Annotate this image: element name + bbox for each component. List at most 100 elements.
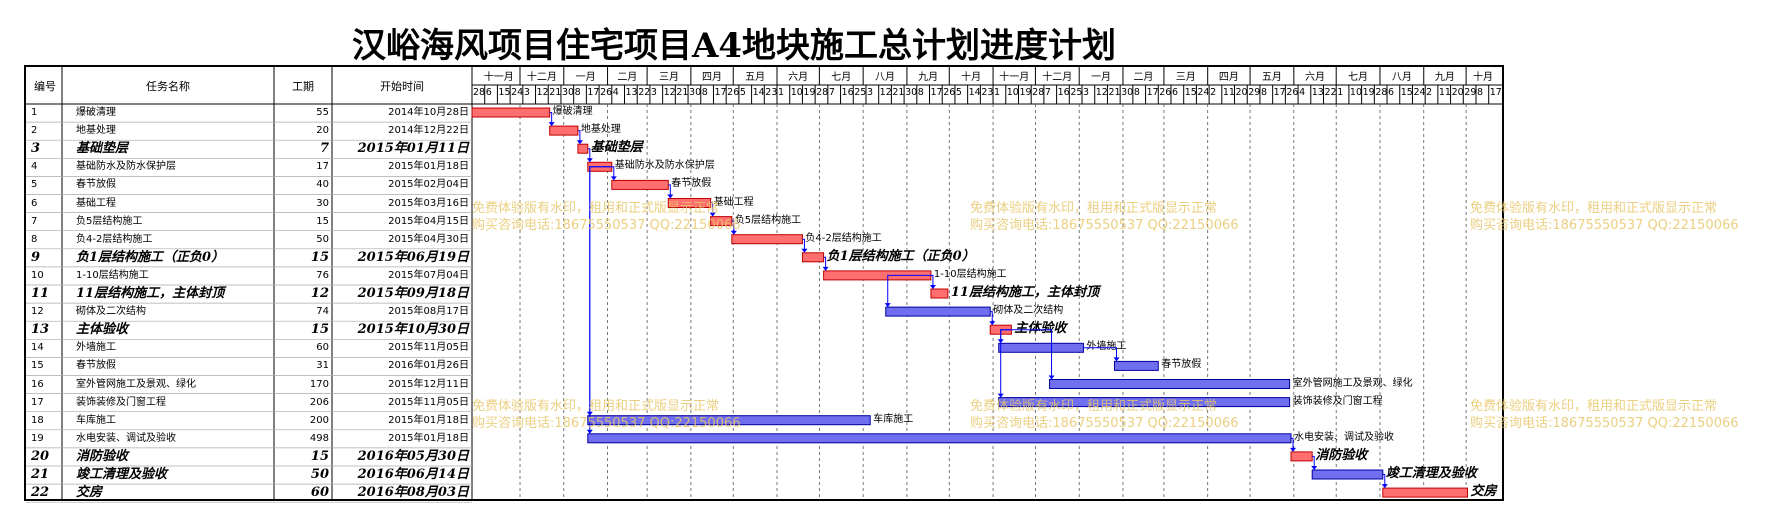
timeline-month: 八月 — [1391, 72, 1412, 83]
task-bar — [1049, 379, 1291, 389]
timeline-day: 28 — [1375, 87, 1388, 98]
timeline-day: 22 — [638, 87, 650, 98]
dependency-link — [710, 202, 714, 216]
task-bar — [930, 288, 949, 299]
timeline-day: 28 — [816, 87, 828, 98]
dependency-arrow — [667, 194, 674, 199]
task-duration: 15 — [310, 249, 329, 265]
task-start: 2015年04月15日 — [388, 215, 469, 227]
timeline-day: 3 — [650, 87, 657, 98]
task-id: 18 — [31, 414, 44, 426]
dependency-link — [990, 311, 993, 325]
timeline-month: 九月 — [1434, 72, 1455, 83]
timeline-month: 一月 — [575, 72, 596, 83]
task-duration: 15 — [310, 448, 329, 464]
timeline-day: 4 — [612, 87, 619, 98]
dependency-arrow — [586, 429, 593, 434]
timeline-day: 3 — [523, 87, 530, 98]
task-bar-label: 负1层结构施工（正负0） — [826, 248, 975, 264]
dependency-arrow — [997, 393, 1004, 398]
timeline-day: 24 — [1413, 87, 1426, 98]
timeline-day: 2 — [1210, 87, 1217, 98]
task-duration: 31 — [316, 360, 329, 372]
timeline-day: 17 — [930, 87, 943, 98]
timeline-month: 十月 — [1473, 72, 1494, 83]
task-duration: 74 — [316, 306, 329, 318]
timeline-day: 19 — [1019, 87, 1032, 98]
timeline-day: 19 — [1362, 87, 1375, 98]
task-bar-label: 1-10层结构施工 — [933, 268, 1007, 280]
timeline-day: 16 — [1057, 87, 1070, 98]
task-bar — [549, 125, 579, 136]
task-start: 2015年11月05日 — [388, 396, 469, 408]
timeline-day: 30 — [905, 87, 917, 98]
task-id: 13 — [31, 322, 50, 338]
task-start: 2016年08月03日 — [357, 485, 469, 501]
task-duration: 15 — [316, 215, 329, 227]
task-bar-label: 装饰装修及门窗工程 — [1292, 395, 1383, 407]
timeline-day: 24 — [511, 87, 523, 98]
dependency-link — [823, 256, 827, 270]
task-start: 2016年05月30日 — [357, 448, 469, 464]
task-id: 9 — [31, 249, 41, 265]
task-id: 17 — [31, 396, 44, 408]
timeline-month: 十一月 — [999, 72, 1030, 83]
watermark-line: 购买咨询电话:18675550537 QQ:22150066 — [970, 416, 1239, 431]
task-name: 春节放假 — [76, 360, 116, 372]
task-bar-label: 11层结构施工，主体封顶 — [950, 285, 1099, 300]
watermark-line: 免费体验版有水印，租用和正式版显示正常 — [970, 201, 1218, 216]
dependency-link — [930, 274, 934, 288]
timeline-day: 7 — [828, 87, 835, 98]
task-id: 12 — [31, 306, 44, 318]
task-name: 基础工程 — [76, 197, 116, 209]
timeline-day: 16 — [841, 87, 854, 98]
task-duration: 200 — [309, 414, 329, 426]
task-bar-label: 基础垫层 — [590, 140, 643, 156]
task-bar-label: 基础防水及防水保护层 — [614, 160, 715, 172]
dependency-arrow — [586, 158, 593, 163]
task-id: 5 — [31, 179, 38, 191]
timeline-month: 十二月 — [526, 72, 557, 83]
task-bar — [885, 306, 991, 317]
task-name: 基础防水及防水保护层 — [76, 161, 176, 173]
timeline-day: 30 — [561, 87, 574, 98]
task-bar — [1311, 469, 1384, 480]
dependency-link — [1011, 329, 1053, 379]
timeline-day: 15 — [1400, 87, 1413, 98]
task-id: 2 — [31, 125, 38, 137]
timeline-day: 28 — [1032, 87, 1044, 98]
timeline-day: 29 — [1248, 87, 1260, 98]
dependency-arrow — [548, 122, 555, 127]
task-name: 负4-2层结构施工 — [76, 233, 153, 245]
timeline-day: 23 — [981, 87, 994, 98]
task-bar — [1382, 487, 1469, 498]
dependency-link — [802, 238, 805, 252]
task-bar — [611, 179, 669, 190]
dependency-arrow — [1311, 466, 1318, 470]
task-start: 2015年01月18日 — [388, 414, 469, 426]
timeline-day: 1 — [778, 87, 785, 98]
task-duration: 17 — [316, 161, 329, 173]
header-id: 编号 — [34, 80, 56, 93]
timeline-day: 28 — [473, 87, 485, 98]
header-start: 开始时间 — [380, 80, 424, 93]
task-duration: 206 — [309, 396, 329, 408]
watermark-6: 免费体验版有水印，租用和正式版显示正常购买咨询电话:18675550537 QQ… — [1470, 398, 1739, 432]
timeline-month: 十月 — [961, 72, 982, 83]
timeline-month: 十二月 — [1042, 72, 1073, 83]
task-bar-label: 春节放假 — [1161, 359, 1202, 371]
timeline-day: 26 — [1286, 87, 1299, 98]
task-bar-label: 竣工清理及验收 — [1385, 466, 1477, 481]
header-name: 任务名称 — [146, 80, 190, 93]
dependency-link — [1291, 437, 1294, 451]
watermark-line: 购买咨询电话:18675550537 QQ:22150066 — [1470, 416, 1739, 431]
timeline-month: 七月 — [1348, 72, 1369, 83]
timeline-month: 五月 — [745, 72, 766, 83]
task-bar — [587, 433, 1292, 444]
task-bar-label: 交房 — [1470, 484, 1497, 500]
timeline-day: 29 — [1464, 87, 1476, 98]
dependency-arrow — [801, 248, 808, 253]
dependency-arrow — [1048, 375, 1055, 380]
task-duration: 498 — [309, 432, 329, 444]
